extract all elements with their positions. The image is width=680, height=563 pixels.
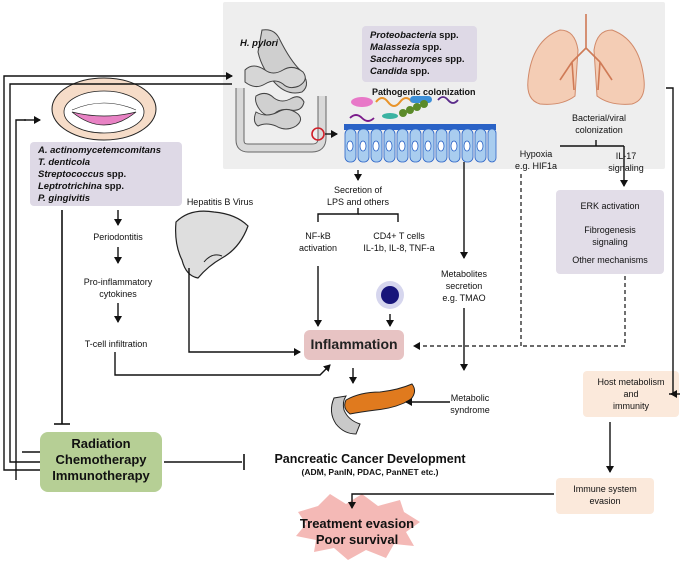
- oral-species-item: Streptococcus spp.: [38, 169, 127, 180]
- tcell-icon: [376, 281, 404, 309]
- outcome-burst: [296, 494, 420, 560]
- hpylori-label: H. pylori: [240, 38, 279, 49]
- treatment-box: [40, 432, 162, 492]
- oral-species-item: Leptrotrichina spp.: [38, 181, 125, 192]
- liver-icon: [175, 210, 249, 279]
- species-item: Proteobacteria spp.: [370, 30, 459, 41]
- tcell-infiltration-label: T-cell infiltration: [84, 339, 148, 349]
- species-item: Candida spp.: [370, 66, 430, 77]
- oral-species-item: A. actinomycetemcomitans: [38, 145, 162, 156]
- gut-species-list: Proteobacteria spp. Malassezia spp. Sacc…: [370, 30, 480, 78]
- gut-icon: [235, 29, 327, 153]
- immune-evasion-box: [556, 478, 654, 514]
- oral-species-list: A. actinomycetemcomitans T. denticola St…: [38, 145, 186, 205]
- species-item: Saccharomyces spp.: [370, 54, 465, 65]
- treatment-label: Radiation Chemotherapy Immunotherapy: [52, 436, 150, 483]
- species-item: Malassezia spp.: [370, 42, 442, 53]
- zoom-circle: [311, 127, 325, 141]
- pathogenic-colonization-label: Pathogenic colonization: [372, 87, 476, 97]
- pcd-title: Pancreatic Cancer Development: [274, 452, 466, 466]
- periodontitis-label: Periodontitis: [93, 232, 143, 242]
- lungs-icon: [527, 14, 645, 105]
- oral-species-box: [30, 142, 182, 206]
- microbes-icon: [349, 96, 459, 122]
- host-metabolism-box: [583, 371, 679, 417]
- hbv-label: Hepatitis B Virus: [186, 197, 254, 207]
- mechanisms-list: ERK activation Fibrogenesis signaling Ot…: [572, 201, 648, 265]
- lung-mechanisms-box: [556, 190, 664, 274]
- pcd-subtitle: (ADM, PanIN, PDAC, PanNET etc.): [301, 467, 439, 477]
- oral-species-item: P. gingivitis: [38, 193, 91, 204]
- gut-species-box: [362, 26, 477, 82]
- epithelium-icon: [344, 124, 497, 163]
- inflammation-box: [304, 330, 404, 360]
- pancreas-icon: [330, 383, 416, 435]
- outcome-label: Treatment evasion Poor survival: [299, 516, 415, 547]
- oral-species-item: T. denticola: [38, 157, 91, 168]
- inflammation-label: Inflammation: [310, 336, 398, 352]
- mouth-icon: [51, 77, 157, 141]
